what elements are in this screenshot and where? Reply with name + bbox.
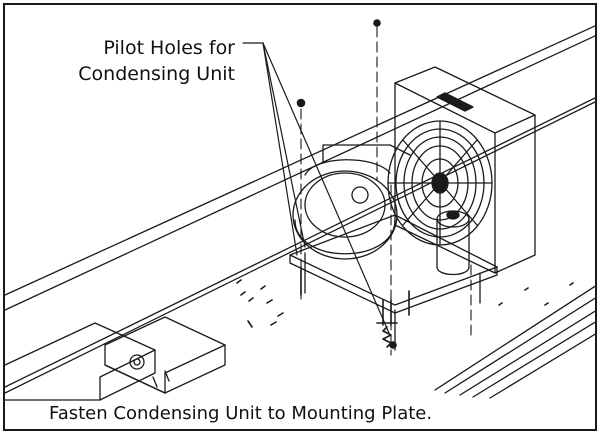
callout-leaders: [242, 42, 390, 334]
receiver-tank: [436, 210, 470, 276]
screw-holes: [236, 279, 574, 328]
lower-left-equipment: [5, 316, 226, 401]
figure-frame: Pilot Holes for Condensing Unit Fasten C…: [3, 3, 597, 431]
condenser-fan-housing: [387, 66, 536, 274]
pilot-holes-callout: Pilot Holes for Condensing Unit: [43, 35, 235, 87]
callout-line-2: Condensing Unit: [78, 63, 235, 85]
alignment-lines: [300, 26, 472, 356]
callout-line-1: Pilot Holes for: [103, 37, 235, 59]
mounting-plate: [5, 25, 595, 399]
unit-base-plate: [289, 214, 498, 351]
condensing-unit-illustration: [5, 19, 595, 401]
figure-caption: Fasten Condensing Unit to Mounting Plate…: [49, 403, 433, 424]
